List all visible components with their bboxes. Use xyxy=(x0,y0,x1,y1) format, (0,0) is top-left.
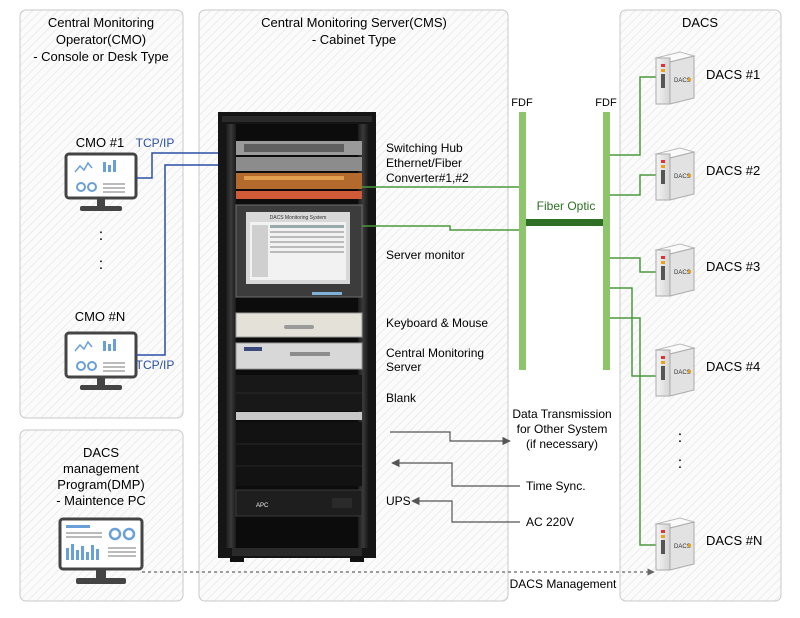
cmo-1-label: CMO #1 xyxy=(76,135,124,150)
cmo-panel xyxy=(19,9,184,419)
fiber-link-dacs-4 xyxy=(610,287,656,377)
dmp-title-line-3: Program(DMP) xyxy=(57,477,144,492)
switch-label-line-1: Switching Hub xyxy=(386,141,463,155)
dacs-ellipsis-2: : xyxy=(678,455,682,472)
dacs-device-brand: DACS xyxy=(674,270,691,276)
ups-label: UPS xyxy=(386,494,411,508)
dacs-device-icon: DACS xyxy=(654,147,696,201)
dacs-unit-label: DACS #1 xyxy=(706,67,760,82)
dacs-unit-label: DACS #4 xyxy=(706,359,760,374)
dacs-devices: DACS DACS #1 DACS DACS #2 DACS DACS #3 DACS DAC… xyxy=(654,51,762,571)
cmo-1-monitor-icon xyxy=(64,152,138,211)
ac-label: AC 220V xyxy=(526,515,574,529)
fdf-bar-left xyxy=(519,112,526,370)
dmp-title-line-4: - Maintence PC xyxy=(56,493,146,508)
cmo-ellipsis-1: : xyxy=(99,227,103,244)
fiber-link-dacs-n xyxy=(610,317,656,546)
cms-title-line-1: Central Monitoring Server(CMS) xyxy=(261,15,447,30)
dacs-unit-label: DACS #2 xyxy=(706,163,760,178)
data-transmission-arrow xyxy=(390,431,511,446)
cmo-n-tcp-label: TCP/IP xyxy=(136,358,175,372)
fiber-optic-trunk xyxy=(526,219,603,226)
fdf-label-left: FDF xyxy=(511,97,533,109)
cmo-n-monitor-icon xyxy=(64,331,138,390)
fdf-bar-right xyxy=(603,112,610,370)
time-sync-arrow xyxy=(391,458,520,487)
dacs-ellipsis-1: : xyxy=(678,429,682,446)
cmo-title-line-2: Operator(CMO) xyxy=(56,32,146,47)
fiber-link-dacs-1 xyxy=(610,76,656,156)
time-sync-label: Time Sync. xyxy=(526,479,586,493)
dacs-device-brand: DACS xyxy=(674,370,691,376)
cms-title-line-2: - Cabinet Type xyxy=(312,32,396,47)
data-tx-line-3: (if necessary) xyxy=(526,437,598,451)
cmo-n-label: CMO #N xyxy=(75,309,126,324)
dacs-device-brand: DACS xyxy=(674,544,691,550)
tcp-line-cmo-1 xyxy=(136,152,233,179)
blank-label: Blank xyxy=(386,391,417,405)
dacs-unit-label: DACS #3 xyxy=(706,259,760,274)
cmo-1-tcp-label: TCP/IP xyxy=(136,136,175,150)
fiber-optic-label: Fiber Optic xyxy=(537,199,596,213)
dacs-management-label: DACS Management xyxy=(510,577,617,591)
switch-label-line-2: Ethernet/Fiber xyxy=(386,156,462,170)
fdf-label-right: FDF xyxy=(595,97,617,109)
dmp-pc-monitor-icon xyxy=(58,517,144,584)
dacs-panel xyxy=(619,9,782,602)
dacs-device-icon: DACS xyxy=(654,517,696,571)
dmp-title-line-1: DACS xyxy=(83,445,119,460)
tcp-line-cmo-n xyxy=(136,164,233,356)
server-label-line-1: Central Monitoring xyxy=(386,346,484,360)
fiber-link-monitor xyxy=(362,225,519,231)
dacs-title: DACS xyxy=(682,15,718,30)
data-tx-line-2: for Other System xyxy=(517,422,608,436)
server-label-line-2: Server xyxy=(386,360,421,374)
dmp-title-line-2: management xyxy=(63,461,139,476)
dacs-device-brand: DACS xyxy=(674,174,691,180)
cmo-title-line-3: - Console or Desk Type xyxy=(33,49,169,64)
switch-label-line-3: Converter#1,#2 xyxy=(386,171,469,185)
rack-monitor-header: DACS Monitoring System xyxy=(270,215,327,221)
server-rack-icon: DACS Monitoring System APC xyxy=(218,112,376,562)
dacs-device-brand: DACS xyxy=(674,78,691,84)
monitor-label: Server monitor xyxy=(386,248,465,262)
cmo-title-line-1: Central Monitoring xyxy=(48,15,154,30)
dacs-unit-label: DACS #N xyxy=(706,533,762,548)
fiber-link-dacs-2 xyxy=(610,174,656,196)
fiber-link-dacs-3 xyxy=(610,257,656,273)
dacs-device-icon: DACS xyxy=(654,243,696,297)
keyboard-label: Keyboard & Mouse xyxy=(386,316,488,330)
dacs-device-icon: DACS xyxy=(654,343,696,397)
data-tx-line-1: Data Transmission xyxy=(512,407,611,421)
ac-power-arrow xyxy=(411,496,520,523)
dacs-device-icon: DACS xyxy=(654,51,696,105)
cmo-ellipsis-2: : xyxy=(99,256,103,273)
rack-ups-brand: APC xyxy=(256,503,269,509)
